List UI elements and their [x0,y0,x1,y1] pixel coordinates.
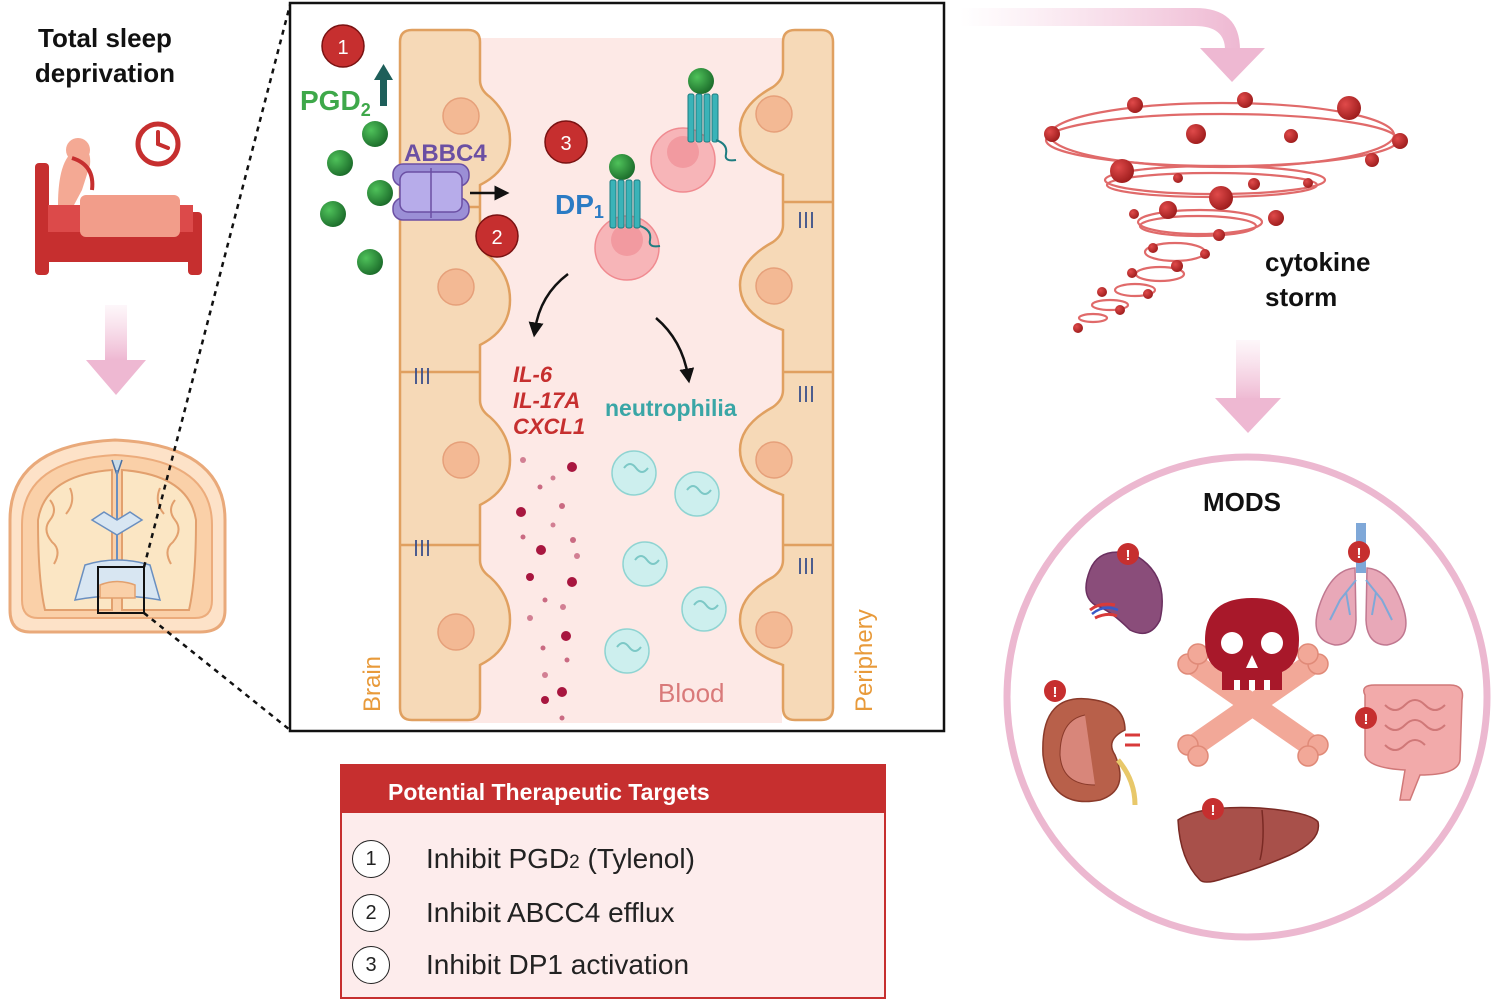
abcc4-label: ABBC4 [404,140,487,167]
dp1-receptor-cell-2 [650,93,737,193]
periphery-label: Periphery [851,609,878,712]
dp1-receptor-cell-1 [594,179,661,281]
down-arrow-right [1215,340,1281,433]
svg-text:!: ! [1126,547,1131,564]
arrow-to-neutrophilia [655,317,695,384]
alert-badge-kidney: ! [1044,680,1066,702]
skull-crossbones-icon [1177,598,1329,767]
zoom-line-top [142,4,292,568]
target-text-2: Inhibit ABCC4 efflux [426,897,675,928]
brain-label: Brain [359,656,386,712]
svg-text:1: 1 [337,37,348,59]
step-badge-2: 2 [475,214,519,258]
mods-panel: MODS [1003,453,1491,941]
svg-text:!: ! [1211,802,1216,819]
cytokine-storm-particles [1044,92,1408,333]
alert-badge-liver: ! [1202,798,1224,820]
target-number-2: 2 [352,894,390,932]
step-badge-1: 1 [321,24,365,68]
target-number-3: 3 [352,946,390,984]
target-text-1: Inhibit PGD2 (Tylenol) [426,843,695,874]
title-deprivation: deprivation [35,58,175,88]
pgd2-label: PGD2 [300,85,371,120]
kidney-icon [1042,698,1140,806]
zoom-panel: 1 2 3 PGD2 [288,1,946,733]
down-arrow-left [86,305,146,395]
svg-text:3: 3 [560,133,571,155]
step-badge-3: 3 [544,120,588,164]
target-item-3: 3 Inhibit DP1 activation [352,946,689,984]
cytokine-particles [516,457,580,721]
cytokine-label-3: CXCL1 [513,414,585,439]
target-item-1: 1 Inhibit PGD2 (Tylenol) [352,840,695,878]
pgd2-molecules [320,68,714,275]
blood-label: Blood [658,678,725,708]
mods-title: MODS [1203,487,1281,517]
therapeutic-targets-header: Potential Therapeutic Targets [342,766,884,816]
neutrophilia-label: neutrophilia [605,395,737,421]
target-item-2: 2 Inhibit ABCC4 efflux [352,894,675,932]
target-number-1: 1 [352,840,390,878]
left-panel: Total sleep deprivation [8,23,227,634]
pink-curved-arrow [960,8,1265,82]
clock-icon [135,121,181,167]
zoom-line-bottom [143,612,291,731]
intestines-icon [1363,684,1464,801]
svg-text:!: ! [1357,545,1362,562]
alert-badge-spleen: ! [1117,543,1139,565]
brain-section-icon [8,438,227,634]
bed-icon [35,138,202,275]
cytokine-storm-label-1: cytokine [1265,247,1371,277]
svg-text:!: ! [1364,711,1369,728]
dp1-label: DP1 [555,189,604,222]
alert-badge-intestines: ! [1355,707,1377,729]
target-text-3: Inhibit DP1 activation [426,949,690,980]
liver-icon [1177,806,1320,883]
cytokine-label-1: IL-6 [513,362,553,387]
title-total-sleep: Total sleep [38,23,172,53]
periphery-endothelial-column [738,28,835,722]
alert-badge-lungs: ! [1348,541,1370,563]
svg-text:2: 2 [491,227,502,249]
arrow-to-cytokines [528,273,569,338]
cytokine-label-2: IL-17A [513,388,580,413]
abcc4-transporter-icon [392,163,470,221]
cytokine-storm-label-2: storm [1265,282,1337,312]
neutrophils [604,450,727,674]
up-arrow-icon [374,64,393,106]
svg-text:!: ! [1053,684,1058,701]
therapeutic-targets-box: Potential Therapeutic Targets 1 Inhibit … [340,764,886,999]
